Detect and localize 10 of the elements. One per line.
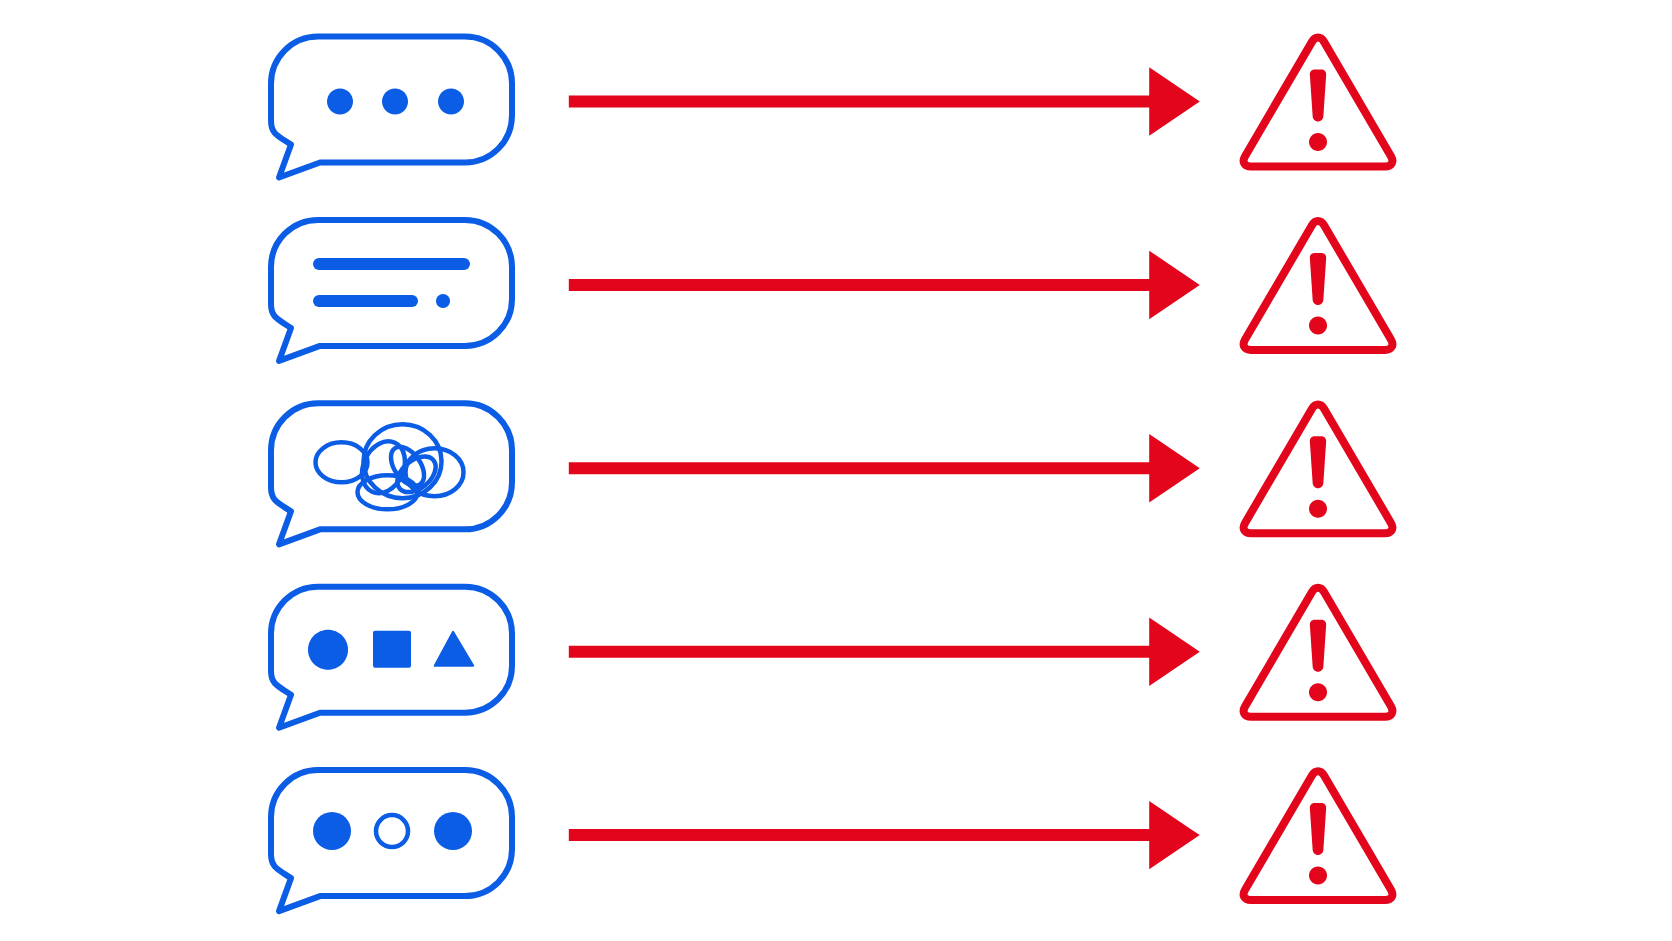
warning-sign <box>1239 400 1397 538</box>
warning-sign <box>1239 33 1397 171</box>
speech-bubble <box>268 583 515 731</box>
warning-sign <box>1239 767 1397 905</box>
warning-sign <box>1239 583 1397 721</box>
speech-bubble <box>268 33 515 181</box>
speech-bubble <box>268 400 515 548</box>
speech-bubble <box>268 216 515 364</box>
warning-sign <box>1239 217 1397 354</box>
speech-bubble <box>268 767 515 915</box>
